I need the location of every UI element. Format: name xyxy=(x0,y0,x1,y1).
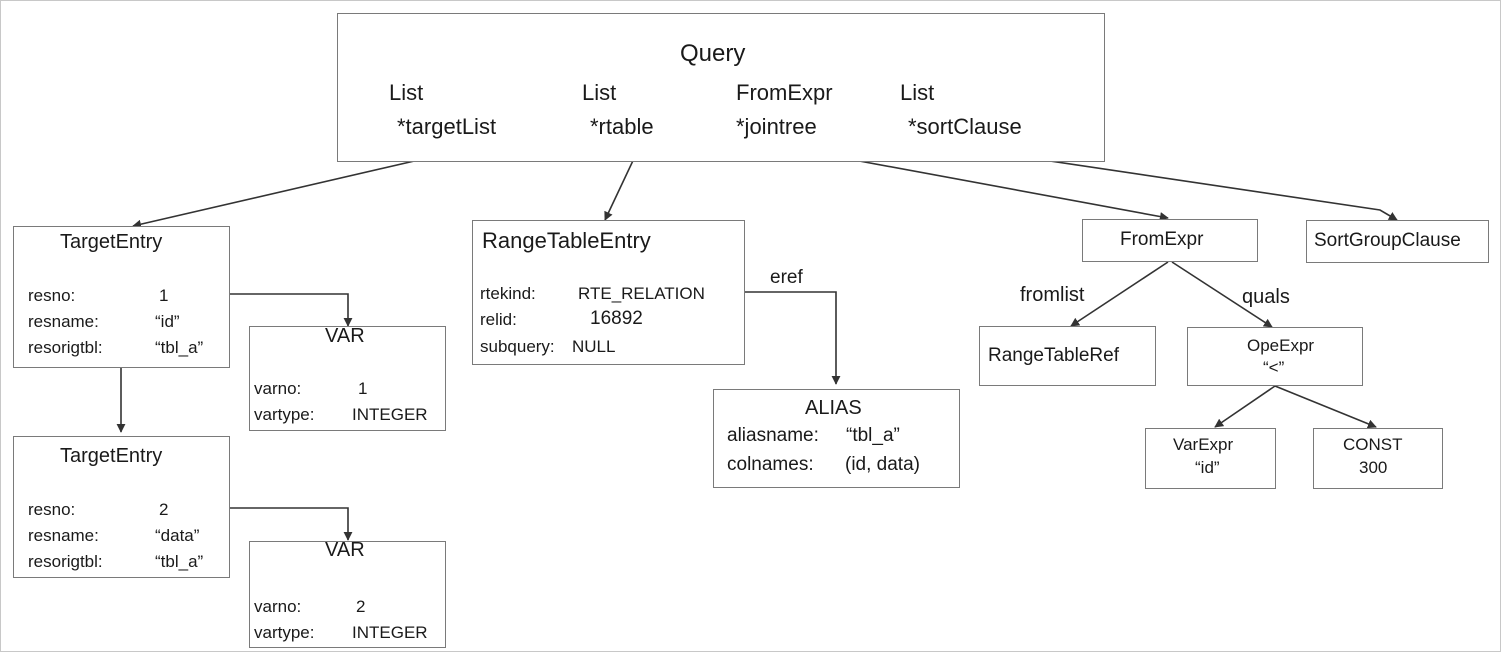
field-key: subquery: xyxy=(480,337,555,356)
field-key: vartype: xyxy=(254,405,315,424)
alias-title: ALIAS xyxy=(805,397,862,419)
edge-fromlist xyxy=(1070,261,1169,327)
edge-var2 xyxy=(230,507,353,541)
field-key: relid: xyxy=(480,310,517,329)
query-field-type: List xyxy=(582,80,617,105)
field-key: vartype: xyxy=(254,623,315,642)
range-table-entry-title: RangeTableEntry xyxy=(482,228,651,253)
edge-label-fromlist: fromlist xyxy=(1020,284,1085,306)
field-key: varno: xyxy=(254,597,302,616)
ope-expr-node xyxy=(1187,327,1363,386)
var-title: VAR xyxy=(325,325,365,347)
field-value: 1 xyxy=(358,379,368,398)
edge-ope-const xyxy=(1274,385,1377,429)
var-expr-value: “id” xyxy=(1195,458,1220,477)
range-table-entry-node xyxy=(472,220,745,365)
field-key: varno: xyxy=(254,379,302,398)
query-field-type: List xyxy=(900,80,935,105)
var-node xyxy=(249,326,446,431)
field-key: aliasname: xyxy=(727,425,819,446)
edge-sortclause xyxy=(975,149,1398,221)
field-key: rtekind: xyxy=(480,284,536,303)
edge-quals xyxy=(1171,261,1273,328)
field-value: INTEGER xyxy=(352,623,428,642)
field-key: colnames: xyxy=(727,454,814,475)
field-value: “tbl_a” xyxy=(155,552,204,571)
target-entry-title: TargetEntry xyxy=(60,231,163,253)
edge-var1 xyxy=(230,293,353,327)
query-node xyxy=(337,13,1105,162)
target-entry-node xyxy=(13,436,230,578)
target-entry-node xyxy=(13,226,230,368)
field-value: “tbl_a” xyxy=(155,338,204,357)
var-expr-node xyxy=(1145,428,1276,489)
field-value: “tbl_a” xyxy=(846,425,900,446)
field-value: 1 xyxy=(159,286,169,305)
edge-eref xyxy=(745,291,841,385)
field-key: resno: xyxy=(28,500,76,519)
target-entry-title: TargetEntry xyxy=(60,445,163,467)
field-value: INTEGER xyxy=(352,405,428,424)
ope-expr-title: OpeExpr xyxy=(1247,336,1315,355)
field-key: resorigtbl: xyxy=(28,338,103,357)
edge-label-quals: quals xyxy=(1242,286,1290,308)
field-key: resname: xyxy=(28,526,99,545)
query-field-name: *jointree xyxy=(736,114,817,139)
field-value: “data” xyxy=(155,526,200,545)
edge-targetlist xyxy=(132,149,463,229)
from-expr-title: FromExpr xyxy=(1120,229,1204,250)
from-expr-node xyxy=(1082,219,1258,262)
edge-ope-var xyxy=(1214,385,1276,428)
query-field-name: *rtable xyxy=(590,114,654,139)
field-value: RTE_RELATION xyxy=(578,284,705,303)
sort-group-clause-node xyxy=(1306,220,1489,263)
edge-label-eref: eref xyxy=(770,267,803,288)
field-value: 16892 xyxy=(590,308,643,329)
const-node xyxy=(1313,428,1443,489)
var-title: VAR xyxy=(325,539,365,561)
sort-group-clause-title: SortGroupClause xyxy=(1314,230,1461,251)
var-node xyxy=(249,541,446,648)
range-table-ref-title: RangeTableRef xyxy=(988,345,1119,366)
var-expr-title: VarExpr xyxy=(1173,435,1234,454)
field-value: “id” xyxy=(155,312,180,331)
field-value: 2 xyxy=(356,597,366,616)
query-title: Query xyxy=(680,40,746,67)
const-title: CONST xyxy=(1343,435,1403,454)
field-value: 2 xyxy=(159,500,169,519)
field-value: NULL xyxy=(572,337,616,356)
query-field-type: List xyxy=(389,80,424,105)
ope-expr-operator: “<” xyxy=(1263,358,1285,377)
field-value: (id, data) xyxy=(845,454,920,475)
query-field-type: FromExpr xyxy=(736,80,833,105)
field-key: resname: xyxy=(28,312,99,331)
const-value: 300 xyxy=(1359,458,1388,477)
range-table-ref-node xyxy=(979,326,1156,386)
alias-node xyxy=(713,389,960,488)
query-field-name: *sortClause xyxy=(908,114,1022,139)
field-key: resorigtbl: xyxy=(28,552,103,571)
query-field-name: *targetList xyxy=(397,114,497,139)
field-key: resno: xyxy=(28,286,76,305)
